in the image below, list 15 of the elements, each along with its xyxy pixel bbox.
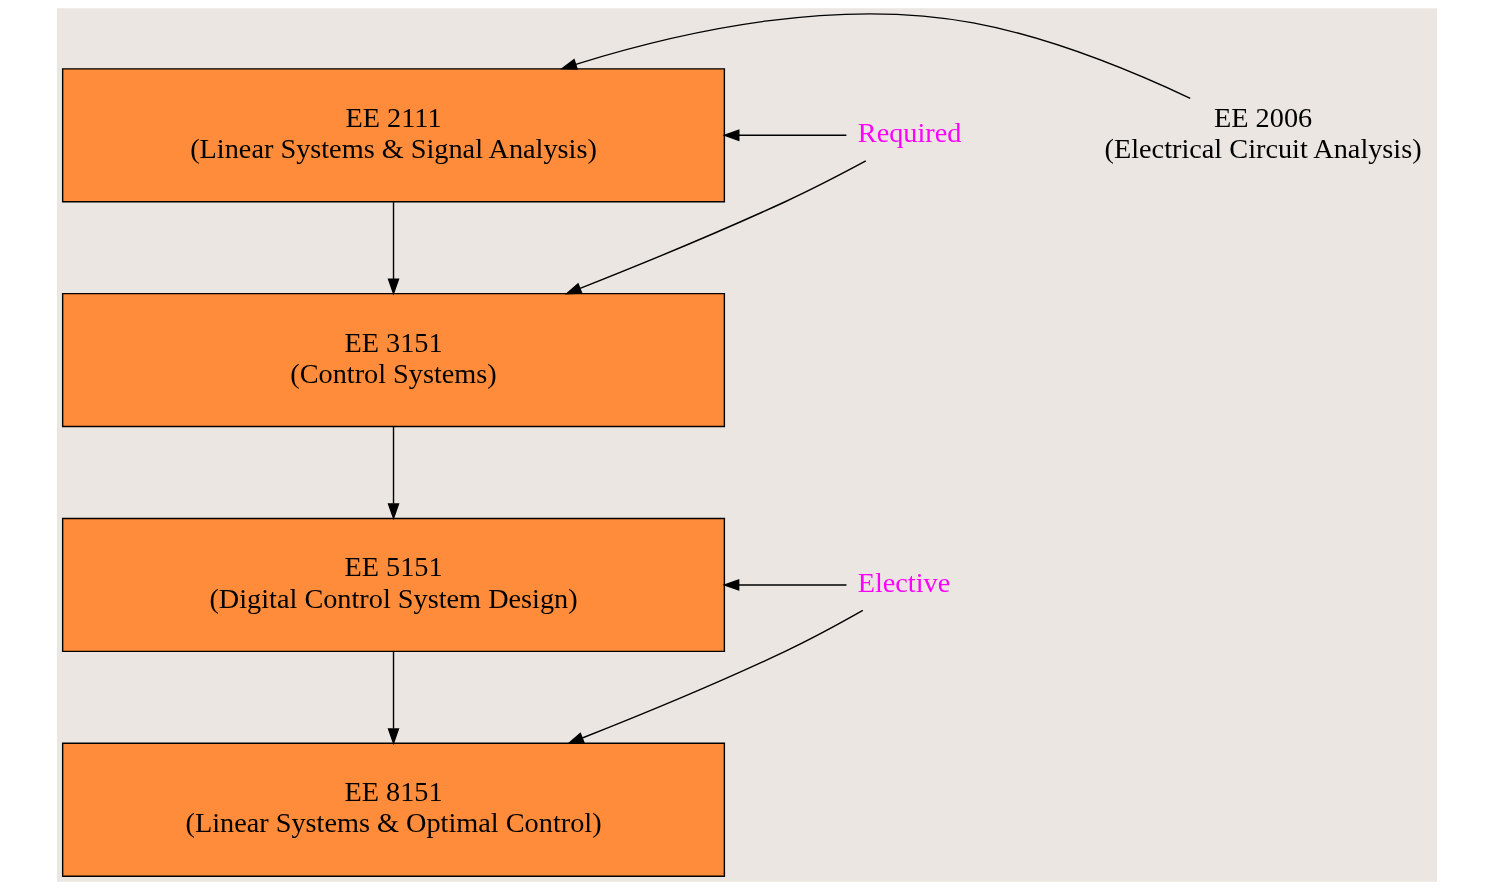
arrow [387,201,399,296]
node-box: EE 3151 (Control Systems) [61,292,725,428]
arrow [566,609,863,744]
arrow [722,129,847,142]
node-text: Required [857,117,961,149]
node-box: EE 8151 (Linear Systems & Optimal Control) [61,742,725,877]
node-text: Elective [857,567,950,599]
arrow [559,13,1191,100]
node-box: EE 5151 (Digital Control System Design) [61,517,725,653]
node-box: EE 2111 (Linear Systems & Signal Analysis) [61,68,725,203]
node-text: EE 2006 (Electrical Circuit Analysis) [1104,101,1422,164]
arrow [721,579,847,591]
arrow [564,160,866,295]
arrow [387,426,399,521]
arrow [387,651,399,746]
